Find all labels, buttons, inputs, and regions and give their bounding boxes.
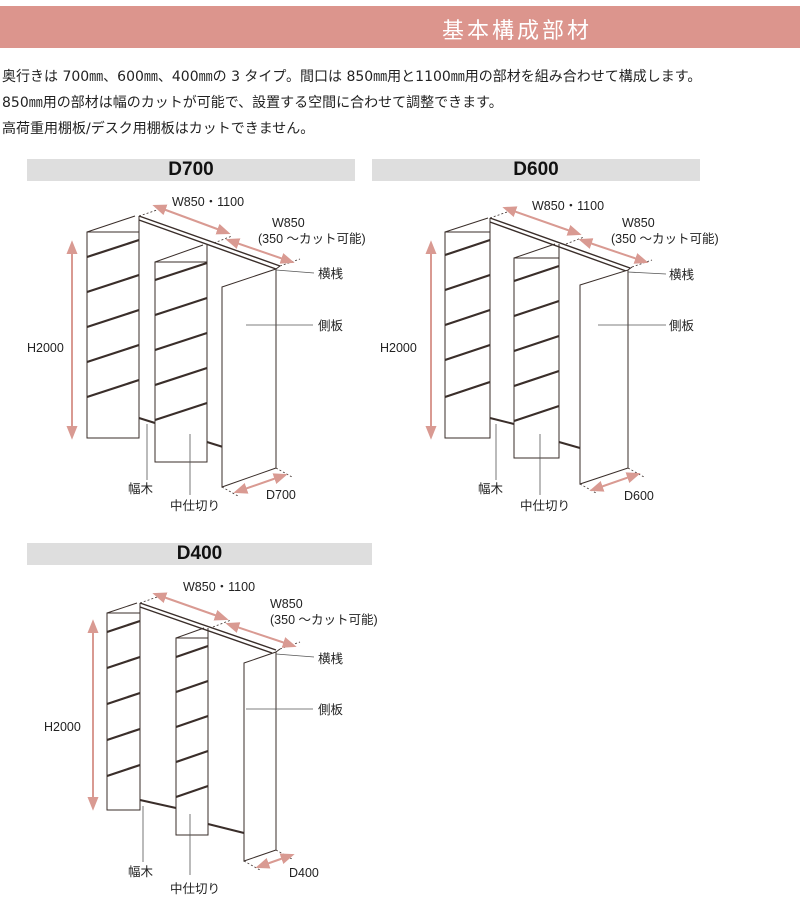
depth-label: D600 (624, 489, 654, 503)
divider-label: 中仕切り (520, 498, 570, 513)
depth-label: D400 (289, 866, 319, 880)
depth-arrow (589, 472, 641, 492)
section-title: 基本構成部材 (441, 19, 592, 44)
intro-line-1: 奥行きは 700㎜、600㎜、400㎜の 3 タイプ。間口は 850㎜用と110… (2, 69, 702, 85)
height-label: H2000 (380, 341, 417, 355)
top-rail (489, 217, 631, 272)
rear-shelf-unit (86, 215, 140, 439)
divider-unit (138, 244, 224, 463)
diagram-title-d700: D700 (168, 159, 214, 180)
width-label: W850・1100 (183, 580, 255, 594)
diagram-title-bar-d600: D600 (372, 159, 700, 181)
base-label: 幅木 (128, 864, 154, 879)
rail-label: 横桟 (318, 652, 344, 666)
base-label: 幅木 (128, 481, 154, 496)
rear-shelf-unit (444, 217, 491, 439)
dimension-lines (138, 208, 301, 497)
rail-label: 横桟 (669, 268, 695, 282)
base-label: 幅木 (478, 481, 504, 496)
intro-line-3: 高荷重用棚板/デスク用棚板はカットできません。 (2, 121, 315, 137)
side-panel (579, 266, 633, 485)
diagram-d600: W850・1100 W850 (350 ～カット可能) 横桟 側板 H2000 … (380, 199, 719, 513)
section-header: 基本構成部材 (0, 6, 800, 48)
height-label: H2000 (44, 720, 81, 734)
divider-unit (139, 627, 245, 836)
diagram-title-d600: D600 (513, 159, 559, 180)
w850-arrow (225, 238, 295, 264)
width-arrow (152, 204, 231, 235)
cut-label: (350 ～カット可能) (258, 232, 366, 246)
w850-arrow (225, 622, 297, 648)
w850-label: W850 (622, 216, 655, 230)
height-label: H2000 (27, 341, 64, 355)
divider-label: 中仕切り (170, 498, 220, 513)
w850-label: W850 (272, 216, 305, 230)
width-label: W850・1100 (172, 195, 244, 209)
diagram-d400: W850・1100 W850 (350 ～カット可能) 横桟 側板 H2000 … (44, 580, 378, 896)
diagram-title-bar-d400: D400 (27, 543, 372, 565)
depth-label: D700 (266, 488, 296, 502)
side-panel-label: 側板 (318, 319, 344, 333)
w850-arrow (578, 238, 649, 264)
diagram-d700: W850・1100 W850 (350 ～カット可能) 横桟 側板 H2000 … (27, 195, 366, 513)
side-panel-label: 側板 (318, 703, 344, 717)
w850-label: W850 (270, 597, 303, 611)
width-label: W850・1100 (532, 199, 604, 213)
width-arrow (152, 592, 229, 621)
side-panel-label: 側板 (669, 319, 695, 333)
depth-arrow (233, 473, 288, 494)
divider-label: 中仕切り (170, 881, 220, 896)
divider-unit (489, 243, 581, 459)
rear-shelf-unit (106, 602, 141, 811)
width-arrow (502, 206, 582, 236)
cut-label: (350 ～カット可能) (611, 232, 719, 246)
side-panel (243, 648, 281, 862)
rail-label: 横桟 (318, 267, 344, 281)
intro-line-2: 850㎜用の部材は幅のカットが可能で、設置する空間に合わせて調整できます。 (2, 95, 503, 111)
side-panel (221, 265, 281, 488)
diagram-title-d400: D400 (176, 543, 223, 564)
intro-text: 奥行きは 700㎜、600㎜、400㎜の 3 タイプ。間口は 850㎜用と110… (2, 64, 701, 142)
depth-arrow (255, 853, 295, 869)
diagram-title-bar-d700: D700 (27, 159, 355, 181)
cut-label: (350 ～カット可能) (270, 613, 378, 627)
